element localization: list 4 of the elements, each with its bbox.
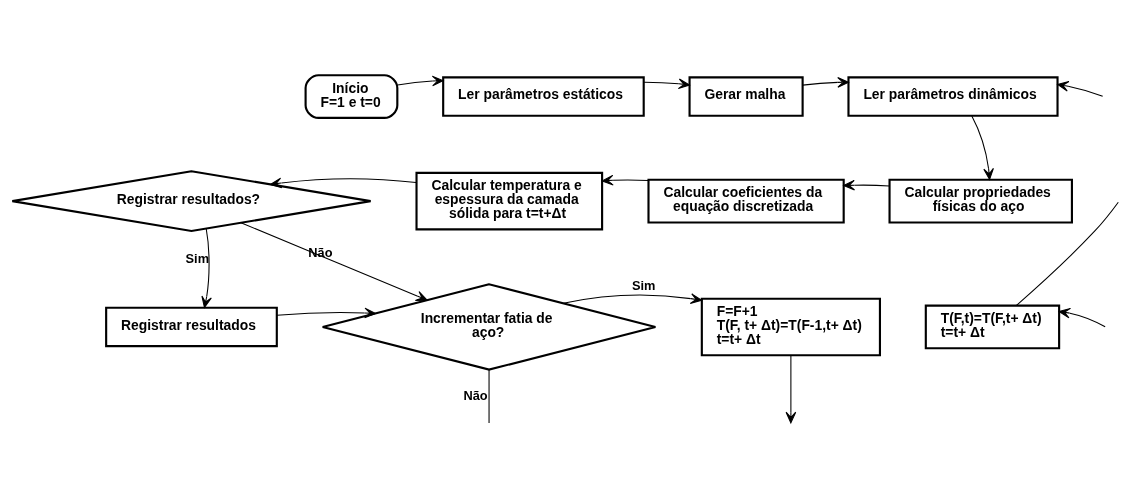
edge-label: Sim — [185, 251, 210, 267]
edge-label: Sim — [632, 278, 656, 294]
edge-label: Não — [463, 388, 488, 404]
edge-label: Não — [308, 244, 333, 260]
